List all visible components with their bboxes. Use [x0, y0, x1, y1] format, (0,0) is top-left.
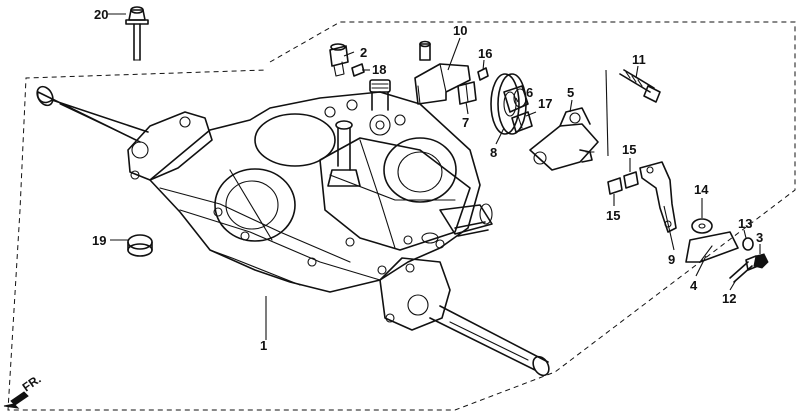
direction-arrow-icon — [3, 391, 29, 409]
callout-20: 20 — [94, 7, 108, 22]
callout-6: 6 — [526, 85, 533, 100]
direction-indicator: FR. — [3, 372, 44, 409]
callout-3: 3 — [756, 230, 763, 245]
callout-5: 5 — [567, 85, 574, 100]
callout-12: 12 — [722, 291, 736, 306]
part-2-fitting — [329, 43, 349, 77]
callout-18: 17 — [538, 96, 552, 111]
part-4-bracket — [685, 231, 739, 263]
callout-8: 8 — [490, 145, 497, 160]
part-15-pins — [607, 171, 639, 195]
part-16-clip — [351, 63, 365, 77]
part-6-hub — [503, 85, 529, 113]
part-5-lever — [529, 107, 599, 171]
part-11-bolt — [619, 69, 661, 103]
direction-label: FR. — [20, 372, 44, 395]
callout-15-upper: 15 — [622, 142, 636, 157]
callout-7: 7 — [462, 115, 469, 130]
assembly-boundary — [7, 21, 796, 411]
part-18-key — [511, 111, 533, 133]
callout-14: 14 — [694, 182, 709, 197]
callout-16: 18 — [372, 62, 386, 77]
callout-17: 16 — [478, 46, 492, 61]
part-13-washer — [742, 237, 754, 251]
callout-4: 4 — [690, 278, 698, 293]
transmission-assembly — [36, 79, 550, 377]
part-12-screw — [729, 255, 759, 283]
part-19-nut — [127, 234, 153, 257]
callout-11: 11 — [632, 52, 646, 67]
leader-lines — [108, 13, 761, 340]
callout-2: 2 — [360, 45, 367, 60]
callout-9: 9 — [668, 252, 675, 267]
part-10-bracket — [414, 40, 471, 105]
callout-13: 13 — [738, 216, 752, 231]
callout-15-lower: 15 — [606, 208, 620, 223]
callout-1: 1 — [260, 338, 267, 353]
callout-10: 10 — [453, 23, 467, 38]
callout-labels: 20 2 18 10 16 7 8 6 17 5 11 15 15 9 14 1… — [92, 7, 763, 353]
part-7-block — [457, 81, 477, 105]
part-9-bracket — [639, 161, 677, 233]
part-20-bolt — [125, 6, 149, 61]
part-14-washer — [691, 218, 713, 234]
callout-19: 19 — [92, 233, 106, 248]
